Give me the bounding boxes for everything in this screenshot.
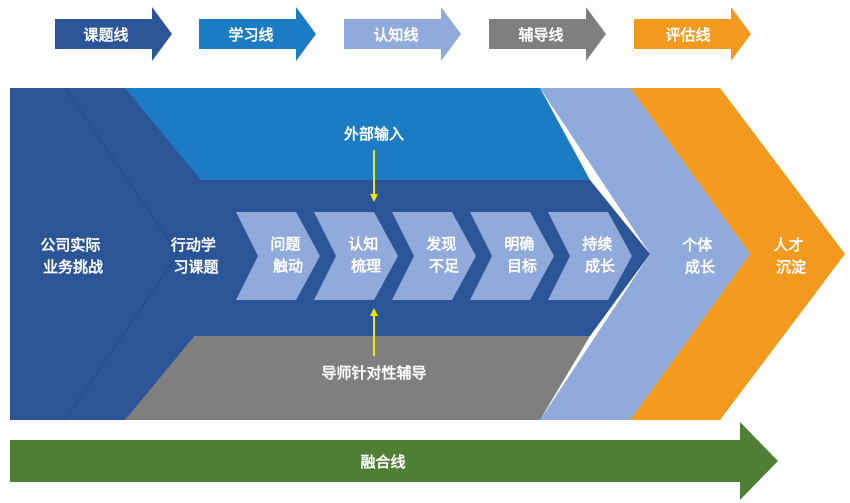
step-chevron-5 xyxy=(548,212,632,300)
step-label-5: 持续 成长 xyxy=(582,235,617,275)
legend-label-topic-line: 课题线 xyxy=(83,26,128,44)
talent-chevron xyxy=(630,88,845,420)
growth-chevron xyxy=(540,88,750,420)
talent-label: 人才 沉淀 xyxy=(773,236,808,276)
step-chevrons xyxy=(236,212,632,300)
project-chevron xyxy=(65,88,262,420)
legend-item-topic-line: 课题线 xyxy=(55,7,172,61)
chevron-divider xyxy=(64,253,179,421)
legend-label-evaluation-line: 评估线 xyxy=(665,26,710,44)
legend-label-cognition-line: 认知线 xyxy=(373,26,418,44)
challenge-chevron xyxy=(10,88,178,420)
step-label-1: 问题 触动 xyxy=(270,235,305,275)
legend-label-coaching-line: 辅导线 xyxy=(518,26,563,44)
step-label-line: 明确 xyxy=(504,235,534,253)
step-label-line: 持续 xyxy=(582,235,612,253)
challenge-label-line: 公司实际 xyxy=(40,236,100,254)
step-label-line: 梳理 xyxy=(351,257,381,275)
step-label-2: 认知 梳理 xyxy=(348,235,383,275)
challenge-label: 公司实际 业务挑战 xyxy=(40,236,105,276)
legend-arrow-coaching-line xyxy=(489,7,606,61)
mentor-band xyxy=(125,336,590,420)
step-label-line: 触动 xyxy=(273,257,303,275)
main-diagram: 外部输入 导师针对性辅导 公司实际 业务挑战 行动学 习课题 问题 触动 认知 … xyxy=(10,87,845,421)
legend: 课题线 学习线 认知线 辅导线 评估线 xyxy=(55,7,751,61)
legend-arrow-learning-line xyxy=(199,7,316,61)
step-chevron-3 xyxy=(392,212,476,300)
mentor-label: 导师针对性辅导 xyxy=(321,364,426,382)
project-label: 行动学 习课题 xyxy=(170,236,221,276)
legend-label-learning-line: 学习线 xyxy=(228,26,273,44)
chevron-divider xyxy=(64,87,179,255)
challenge-label-line: 业务挑战 xyxy=(43,258,103,276)
talent-label-line: 沉淀 xyxy=(776,258,807,276)
step-label-line: 问题 xyxy=(270,235,301,253)
step-chevron-4 xyxy=(470,212,554,300)
project-label-line: 习课题 xyxy=(173,258,219,276)
legend-item-evaluation-line: 评估线 xyxy=(634,7,751,61)
legend-item-coaching-line: 辅导线 xyxy=(489,7,606,61)
step-label-3: 发现 不足 xyxy=(425,235,461,275)
project-label-line: 行动学 xyxy=(170,236,216,254)
fusion-arrow xyxy=(10,422,778,500)
step-chevron-2 xyxy=(314,212,398,300)
step-label-line: 成长 xyxy=(585,257,616,275)
step-chevron-1 xyxy=(236,212,320,300)
legend-item-cognition-line: 认知线 xyxy=(344,7,461,61)
external-input-label: 外部输入 xyxy=(343,125,404,143)
step-label-line: 不足 xyxy=(429,257,460,275)
step-label-line: 认知 xyxy=(348,235,378,253)
personal-growth-label-line: 个体 xyxy=(681,236,713,254)
personal-growth-label: 个体 成长 xyxy=(681,236,717,276)
fusion-line: 融合线 xyxy=(10,422,778,500)
legend-item-learning-line: 学习线 xyxy=(199,7,316,61)
step-label-line: 发现 xyxy=(425,235,456,253)
legend-arrow-evaluation-line xyxy=(634,7,751,61)
step-label-line: 目标 xyxy=(507,257,537,275)
personal-growth-label-line: 成长 xyxy=(685,258,716,276)
legend-arrow-topic-line xyxy=(55,7,172,61)
fusion-label: 融合线 xyxy=(360,453,405,471)
legend-arrow-cognition-line xyxy=(344,7,461,61)
step-label-4: 明确 目标 xyxy=(504,235,539,275)
external-input-band xyxy=(125,88,590,180)
talent-label-line: 人才 xyxy=(773,236,803,254)
